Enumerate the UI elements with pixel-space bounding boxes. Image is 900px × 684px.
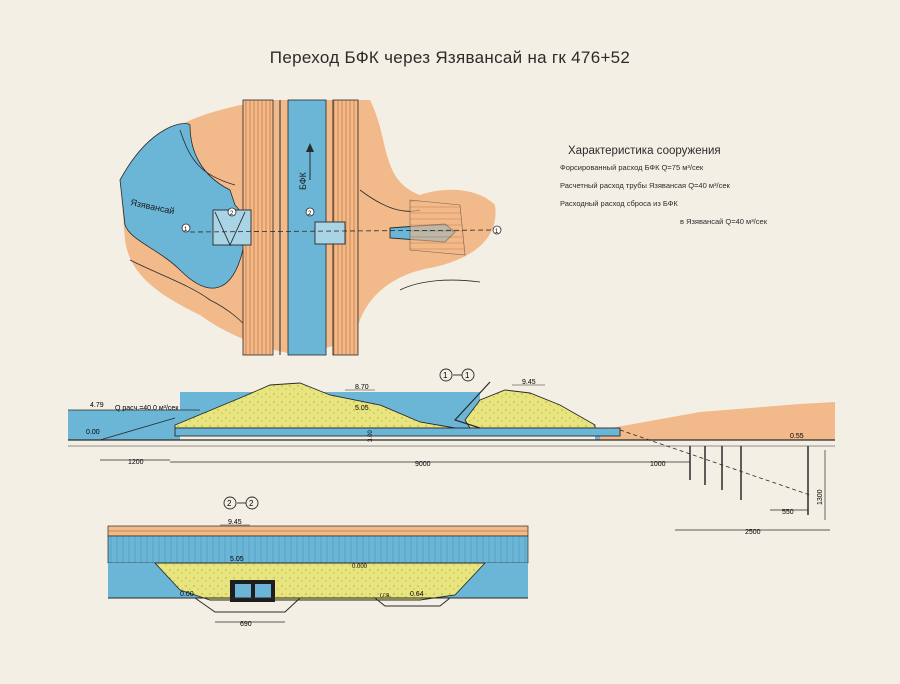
section2-culvert-cell xyxy=(235,584,251,598)
s2-elev-505: 5.05 xyxy=(230,556,244,563)
section-mark-circle xyxy=(492,225,502,235)
section1-left-water xyxy=(68,410,180,440)
plan-bank-line xyxy=(129,259,251,331)
section-1-label-right: 1 xyxy=(465,371,470,380)
canal-flow-arrowhead xyxy=(306,143,314,152)
section-mark-label: 2 xyxy=(308,211,312,217)
section-2-label-circle xyxy=(223,496,237,510)
s2-elev-mid: 0.000 xyxy=(352,564,368,570)
s2-elev-zero: 0.00 xyxy=(180,591,194,598)
section1-right-dashed xyxy=(619,429,811,496)
section-1-label-circle xyxy=(439,368,453,382)
section2-top-soil xyxy=(107,525,529,537)
section-mark-label: 1 xyxy=(184,227,188,233)
elev-left-water: 4.79 xyxy=(90,402,104,409)
plan-view: БФК Язявансай 1 2 2 1 xyxy=(119,99,502,356)
section1-inlet-slope xyxy=(99,417,176,441)
plan-bank-line xyxy=(179,129,236,186)
elev-rise: 3.00 xyxy=(368,430,374,442)
plan-culvert-box xyxy=(314,221,346,245)
elev-505: 5.05 xyxy=(355,405,369,412)
dim-1200: 1200 xyxy=(128,459,144,466)
char-line-1: Форсированный расход БФК Q=75 м³/сек xyxy=(560,163,704,172)
section-2-label-left: 2 xyxy=(227,499,232,508)
characteristics-heading: Характеристика сооружения xyxy=(568,145,721,157)
dim-2500: 2500 xyxy=(745,529,761,536)
elev-870: 8.70 xyxy=(355,384,369,391)
section1-spillway-chute xyxy=(453,381,491,429)
section2-culvert-cell xyxy=(255,584,271,598)
section-1-1: 1 1 4.79 Q расч.= xyxy=(68,368,835,536)
dim-550: 550 xyxy=(782,509,794,516)
section-1-label-left: 1 xyxy=(443,371,448,380)
s2-elev-gv: 0.64 xyxy=(410,591,424,598)
section-mark-circle xyxy=(305,207,315,217)
char-line-4: в Язявансай Q=40 м³/сек xyxy=(680,217,767,226)
section2-trench xyxy=(374,597,451,607)
section-mark-circle xyxy=(181,223,191,233)
s2-elev-945: 9.45 xyxy=(228,519,242,526)
section-mark-circle xyxy=(227,207,237,217)
elev-right: 0.55 xyxy=(790,433,804,440)
section-2-label-circle xyxy=(245,496,259,510)
section-mark-label: 2 xyxy=(230,211,234,217)
canal-label: БФК xyxy=(298,171,308,190)
section1-culvert xyxy=(174,427,621,437)
s2-elev-gv-label: г.г.в. xyxy=(380,593,391,599)
section-line-1-1 xyxy=(189,229,496,233)
dim-1300: 1300 xyxy=(817,489,824,505)
char-line-2: Расчетный расход трубы Язявансая Q=40 м³… xyxy=(560,181,730,190)
s2-dim-690: 690 xyxy=(240,621,252,628)
section-2-2: 2 2 9.45 5.05 0.000 0.00 г.г.в. 0.64 690 xyxy=(107,496,529,628)
section2-fill xyxy=(153,562,487,601)
section1-right-embankment xyxy=(464,389,596,429)
char-line-3: Расходный расход сброса из БФК xyxy=(560,199,678,208)
elev-945: 9.45 xyxy=(522,379,536,386)
section1-right-soil xyxy=(600,402,835,440)
section2-water xyxy=(107,535,529,564)
section2-trench xyxy=(194,597,301,613)
dim-9000: 9000 xyxy=(415,461,431,468)
elev-zero-left: 0.00 xyxy=(86,429,100,436)
section-mark-label: 1 xyxy=(495,229,499,235)
structure-characteristics: Характеристика сооружения Форсированный … xyxy=(560,145,890,235)
plan-culvert-wings xyxy=(214,211,246,247)
plan-canal-water xyxy=(287,99,327,356)
page-title: Переход БФК через Язявансай на гк 476+52 xyxy=(269,48,631,67)
dim-1000: 1000 xyxy=(650,461,666,468)
section-2-label-right: 2 xyxy=(249,499,254,508)
section-1-label-circle xyxy=(461,368,475,382)
plan-spillway-hatch xyxy=(409,199,466,256)
plan-bank-line xyxy=(399,279,481,291)
discharge-label: Q расч.=40.0 м³/сек xyxy=(115,405,179,412)
